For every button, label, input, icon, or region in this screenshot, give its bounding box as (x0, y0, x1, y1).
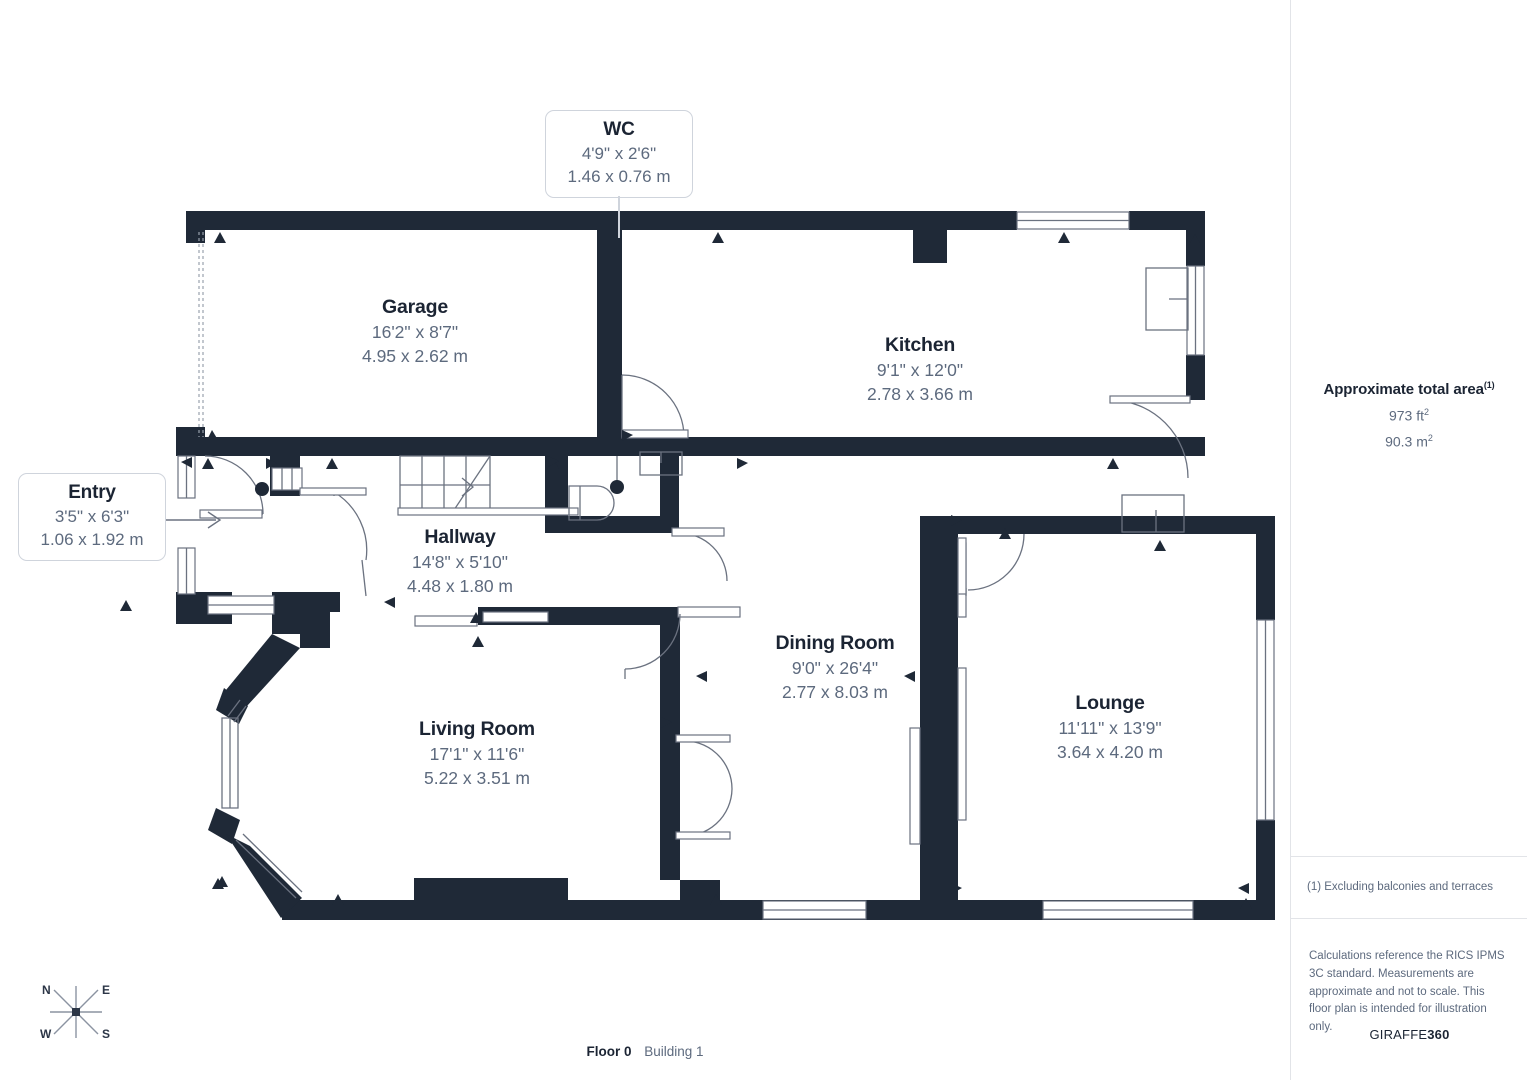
wc-fixtures (568, 451, 683, 521)
callout-leader-wc (618, 196, 620, 238)
room-name-garage: Garage (381, 296, 448, 318)
compass-label-west: W (40, 1027, 52, 1041)
doors (199, 374, 1191, 840)
building-label: Building 1 (644, 1044, 704, 1059)
callout-entry: Entry 3'5" x 6'3" 1.06 x 1.92 m (18, 473, 166, 561)
room-dim-imperial-hallway: 14'8" x 5'10" (412, 552, 508, 572)
room-dim-metric-lounge: 3.64 x 4.20 m (1056, 742, 1164, 762)
total-area-footnote-ref: (1) (1483, 380, 1495, 390)
brand-name-light: GIRAFFE (1369, 1027, 1428, 1042)
floor-plan-drawing: .wall { fill:#1f2937; } .thin { fill:non… (120, 211, 1275, 920)
room-name-living-room: Living Room (419, 718, 535, 740)
compass-label-north: N (42, 983, 51, 997)
room-label-living-room: Living Room 17'1" x 11'6" 5.22 x 3.51 m (372, 718, 582, 789)
compass-rose: N E W S (30, 975, 122, 1050)
staircase (397, 455, 579, 516)
total-area-title-text: Approximate total area (1323, 381, 1484, 398)
brand-logo: GIRAFFE360 (1291, 1027, 1527, 1042)
room-dim-metric-hallway: 4.48 x 1.80 m (406, 576, 514, 596)
kitchen-fixtures (1121, 267, 1189, 533)
total-area-block: Approximate total area(1) 973 ft2 90.3 m… (1291, 380, 1527, 449)
callout-name-entry: Entry (68, 482, 116, 503)
total-area-sqft-value: 973 ft (1388, 407, 1424, 424)
room-label-hallway: Hallway 14'8" x 5'10" 4.48 x 1.80 m (355, 526, 565, 597)
brand-name-bold: 360 (1427, 1027, 1450, 1042)
callout-wc: WC 4'9" x 2'6" 1.46 x 0.76 m (545, 110, 693, 198)
total-area-title: Approximate total area(1) (1305, 380, 1513, 398)
room-name-lounge: Lounge (1075, 692, 1145, 714)
plan-footer: Floor 0 Building 1 (0, 1044, 1290, 1059)
walls (176, 211, 1275, 920)
callout-dim-imperial-wc: 4'9" x 2'6" (581, 144, 657, 163)
room-label-garage: Garage 16'2" x 8'7" 4.95 x 2.62 m (310, 296, 520, 367)
sqm-exponent: 2 (1427, 432, 1433, 443)
disclaimer-block: Calculations reference the RICS IPMS 3C … (1309, 950, 1505, 1034)
total-area-sqft: 973 ft2 (1305, 407, 1513, 424)
room-name-kitchen: Kitchen (884, 334, 956, 356)
room-label-kitchen: Kitchen 9'1" x 12'0" 2.78 x 3.66 m (825, 334, 1015, 405)
callout-name-wc: WC (603, 119, 635, 140)
room-dim-imperial-kitchen: 9'1" x 12'0" (876, 360, 964, 380)
info-sidebar: Approximate total area(1) 973 ft2 90.3 m… (1290, 0, 1527, 1080)
room-name-dining-room: Dining Room (775, 632, 895, 654)
floor-label: Floor 0 (586, 1044, 632, 1059)
callout-dim-imperial-entry: 3'5" x 6'3" (54, 507, 130, 526)
windows (177, 211, 1275, 920)
room-dim-metric-dining-room: 2.77 x 8.03 m (781, 682, 889, 702)
room-dim-imperial-dining-room: 9'0" x 26'4" (791, 658, 879, 678)
callout-leader-entry (166, 511, 222, 529)
bay-window-living-room (221, 699, 303, 899)
sqft-exponent: 2 (1424, 407, 1430, 417)
room-dim-imperial-garage: 16'2" x 8'7" (371, 322, 459, 342)
wall-direction-markers (120, 232, 1252, 909)
room-dim-metric-living-room: 5.22 x 3.51 m (423, 768, 531, 788)
total-area-sqm-value: 90.3 m (1385, 433, 1428, 450)
room-label-dining-room: Dining Room 9'0" x 26'4" 2.77 x 8.03 m (710, 632, 960, 703)
callout-dim-metric-entry: 1.06 x 1.92 m (40, 530, 144, 549)
compass-needles (50, 986, 102, 1038)
room-name-hallway: Hallway (424, 526, 496, 548)
callout-dim-metric-wc: 1.46 x 0.76 m (567, 167, 671, 186)
room-dim-imperial-lounge: 11'11" x 13'9" (1058, 718, 1162, 738)
total-area-sqm: 90.3 m2 (1305, 433, 1513, 450)
room-label-lounge: Lounge 11'11" x 13'9" 3.64 x 4.20 m (1005, 692, 1215, 763)
footnote-block: (1) Excluding balconies and terraces (1291, 856, 1527, 920)
compass-label-south: S (102, 1027, 111, 1041)
compass-label-east: E (102, 983, 111, 997)
room-dim-metric-kitchen: 2.78 x 3.66 m (866, 384, 974, 404)
room-dim-imperial-living-room: 17'1" x 11'6" (429, 744, 525, 764)
room-dim-metric-garage: 4.95 x 2.62 m (361, 346, 469, 366)
garage-door (198, 232, 204, 437)
